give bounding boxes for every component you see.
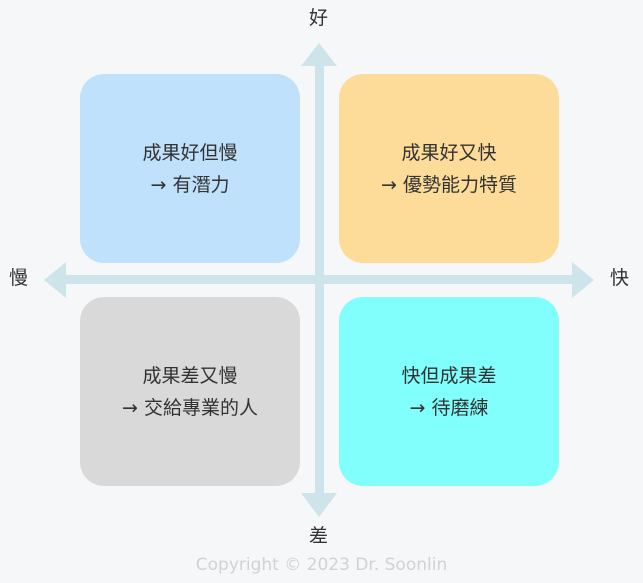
quadrant-conclusion: → 交給專業的人: [122, 396, 258, 419]
axis-label-slow: 慢: [9, 267, 29, 289]
quadrant-title: 成果好又快: [401, 141, 497, 164]
quadrant-conclusion: → 有潛力: [150, 173, 230, 196]
quadrant-title: 成果好但慢: [142, 141, 238, 164]
arrow-left-icon: [44, 262, 66, 298]
axis-label-bad: 差: [309, 525, 329, 547]
quadrant-bad-fast: 快但成果差 → 待磨練: [339, 297, 559, 486]
quadrant-title: 快但成果差: [401, 364, 497, 387]
arrow-up-icon: [301, 43, 337, 66]
horizontal-axis: [60, 275, 580, 284]
arrow-down-icon: [301, 493, 337, 517]
quadrant-title: 成果差又慢: [142, 364, 238, 387]
axis-label-fast: 快: [610, 267, 630, 289]
copyright-text: Copyright © 2023 Dr. Soonlin: [195, 555, 448, 575]
axis-label-good: 好: [309, 7, 329, 29]
quadrant-good-slow: 成果好但慢 → 有潛力: [80, 74, 300, 263]
arrow-right-icon: [572, 262, 594, 298]
quadrant-good-fast: 成果好又快 → 優勢能力特質: [339, 74, 559, 263]
quadrant-bad-slow: 成果差又慢 → 交給專業的人: [80, 297, 300, 486]
quadrant-conclusion: → 待磨練: [409, 396, 489, 419]
quadrant-conclusion: → 優勢能力特質: [381, 173, 517, 196]
